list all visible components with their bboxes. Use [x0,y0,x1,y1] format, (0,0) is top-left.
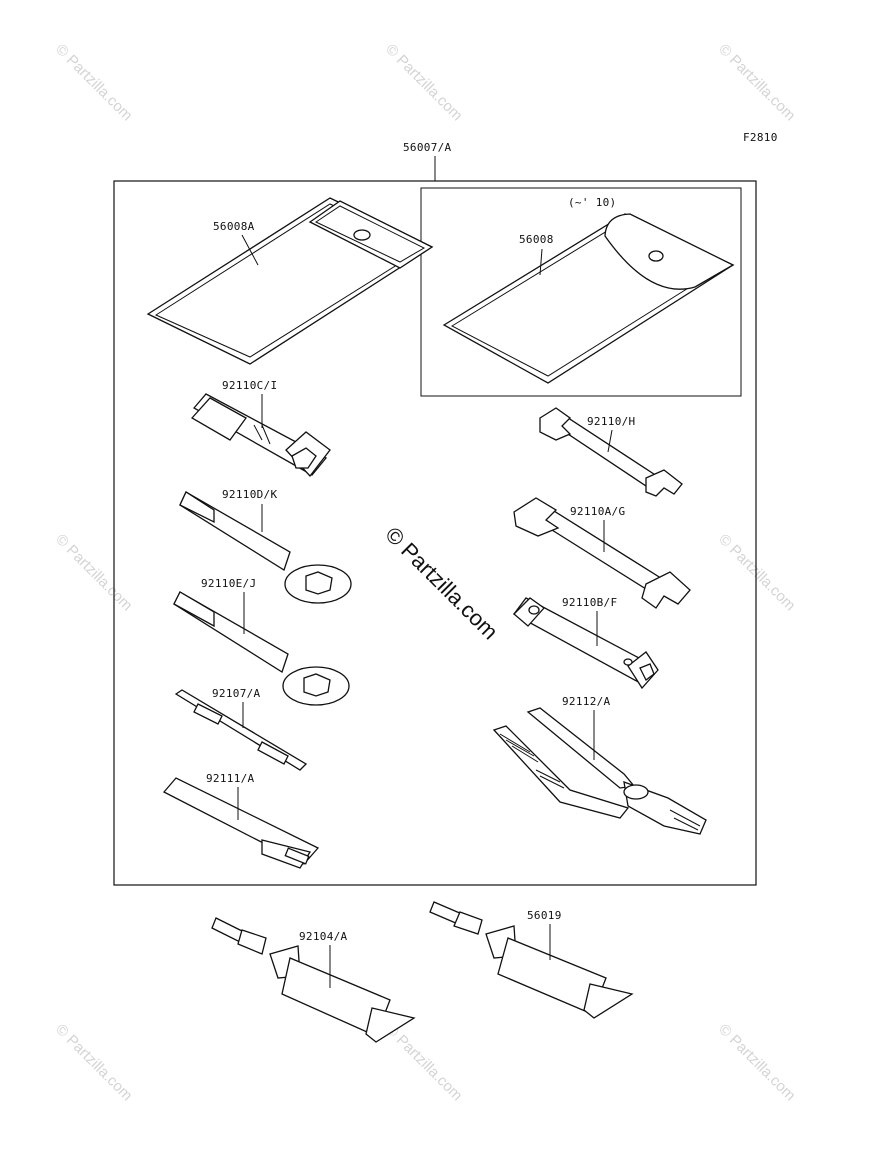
label-92110bf: 92110B/F [562,596,617,609]
screwdriver-92107a [174,689,308,771]
label-92110h: 92110/H [587,415,635,428]
pouch-56008a [146,197,434,365]
plug-wrench-92110ci [190,393,331,478]
watermark-bottom-right: © Partzilla.com [715,1021,798,1104]
label-92110ej: 92110E/J [201,577,256,590]
box-wrench-92110ej [173,591,350,706]
label-92107a: 92107/A [212,687,261,700]
assembly-frame [113,180,757,886]
tube-wrench-92110bf [513,597,659,690]
label-56008: 56008 [519,233,554,246]
label-56019: 56019 [527,909,562,922]
assembly-label: 56007/A [403,141,452,154]
inset-frame [420,187,742,397]
label-92111a: 92111/A [206,772,255,785]
label-92110dk: 92110D/K [222,488,277,501]
watermark-top-center: © Partzilla.com [382,41,465,124]
label-92104a: 92104/A [299,930,348,943]
box-wrench-92110dk [179,491,352,604]
label-92110ag: 92110A/G [570,505,625,518]
pliers-92112a [492,707,707,835]
open-wrench-92110ag [513,497,691,609]
grease-tube-92104a [211,917,416,1043]
watermark-top-left: © Partzilla.com [52,41,135,124]
label-56008a: 56008A [213,220,255,233]
handle-92111a [162,777,320,869]
watermark-bottom-center: © Partzilla.com [382,1021,465,1104]
leader-56008 [539,248,543,276]
watermark-center: © Partzilla.com [380,522,503,645]
watermark-mid-right: © Partzilla.com [715,531,798,614]
label-92110ci: 92110C/I [222,379,277,392]
figure-code: F2810 [743,131,778,144]
leader-92110h [607,429,613,453]
label-92112a: 92112/A [562,695,611,708]
watermark-top-right: © Partzilla.com [715,41,798,124]
leader-56008a [241,234,259,266]
pouch-56008 [442,213,735,384]
sealant-tube-56019 [429,901,634,1019]
watermark-mid-left: © Partzilla.com [52,531,135,614]
watermark-bottom-left: © Partzilla.com [52,1021,135,1104]
inset-note: (~' 10) [568,196,616,209]
